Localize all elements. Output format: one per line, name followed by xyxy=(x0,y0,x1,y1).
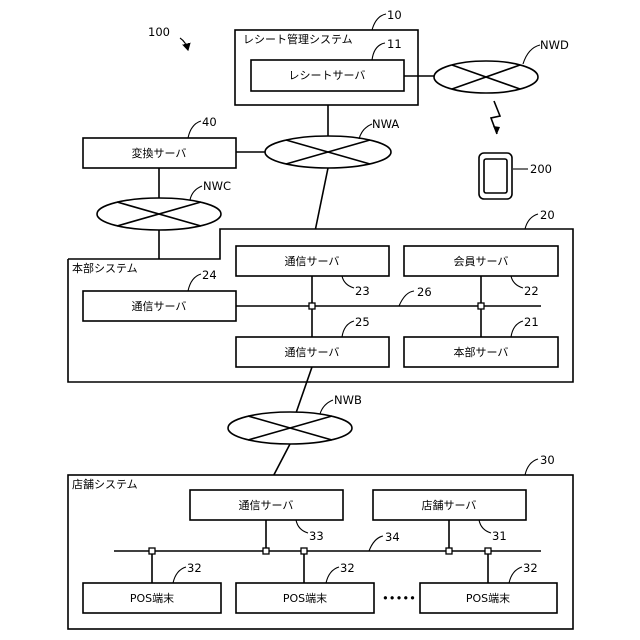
receipt-system-title: レシート管理システム xyxy=(243,32,353,46)
store-node-pos1 xyxy=(149,548,155,554)
comm-server-25-ref: 25 xyxy=(355,315,370,329)
head-server-label: 本部サーバ xyxy=(454,345,509,359)
nwa-label: NWA xyxy=(372,117,399,131)
pos-ellipsis: ••••• xyxy=(382,591,416,605)
figure-ref-label: 100 xyxy=(148,25,170,39)
head-office-ref: 20 xyxy=(540,208,555,222)
store-server-label: 店舗サーバ xyxy=(422,498,477,512)
pos-terminal-2-label: POS端末 xyxy=(283,591,327,605)
conversion-server-label: 変換サーバ xyxy=(132,146,187,160)
receipt-management-system: レシート管理システム 10 レシートサーバ 11 xyxy=(235,8,418,105)
store-node-comm xyxy=(263,548,269,554)
store-system-title: 店舗システム xyxy=(72,477,138,491)
network-nwd: NWD xyxy=(434,38,569,93)
head-server-ref: 21 xyxy=(524,315,539,329)
member-server-ref: 22 xyxy=(524,284,539,298)
network-nwa: NWA xyxy=(265,117,399,168)
pos-terminal-1-label: POS端末 xyxy=(130,591,174,605)
smartphone-ref: 200 xyxy=(530,162,552,176)
comm-server-25-label: 通信サーバ xyxy=(285,346,340,359)
comm-server-23-ref: 23 xyxy=(355,284,370,298)
comm-server-23-label: 通信サーバ xyxy=(285,255,340,268)
store-system-ref: 30 xyxy=(540,453,555,467)
receipt-server-ref: 11 xyxy=(387,37,402,51)
store-system-leader xyxy=(525,459,538,475)
member-server-label: 会員サーバ xyxy=(454,255,509,268)
smartphone-screen xyxy=(484,159,507,193)
nwb-leader xyxy=(320,400,333,414)
conversion-server-leader xyxy=(188,121,201,138)
comm-server-24-ref: 24 xyxy=(202,268,217,282)
network-nwc: NWC xyxy=(97,179,231,230)
store-comm-server-label: 通信サーバ xyxy=(239,499,294,512)
network-nwb: NWB xyxy=(228,393,362,444)
nwb-label: NWB xyxy=(334,393,362,407)
head-office-bus-ref: 26 xyxy=(417,285,432,299)
pos-terminal-3-ref: 32 xyxy=(523,561,538,575)
nwc-label: NWC xyxy=(203,179,231,193)
nwa-leader xyxy=(359,124,372,139)
conversion-server-ref: 40 xyxy=(202,115,217,129)
nwd-label: NWD xyxy=(540,38,569,52)
conversion-server: 変換サーバ 40 xyxy=(83,115,236,168)
head-office-title: 本部システム xyxy=(72,261,138,275)
head-office-leader xyxy=(525,214,538,229)
pos-terminal-2-ref: 32 xyxy=(340,561,355,575)
figure-ref-arrow xyxy=(180,38,188,50)
store-bus-ref: 34 xyxy=(385,530,400,544)
receipt-system-ref: 10 xyxy=(387,8,402,22)
store-comm-server-ref: 33 xyxy=(309,529,324,543)
head-office-system: 本部システム 20 通信サーバ 23 会員サーバ 22 通信サーバ 24 26 … xyxy=(68,208,573,382)
nwc-leader xyxy=(190,186,202,200)
receipt-server-label: レシートサーバ xyxy=(289,69,366,82)
store-node-pos2 xyxy=(301,548,307,554)
store-server-ref: 31 xyxy=(492,529,507,543)
store-node-pos3 xyxy=(485,548,491,554)
pos-terminal-3-label: POS端末 xyxy=(466,591,510,605)
nwd-leader xyxy=(523,45,540,64)
receipt-system-leader xyxy=(372,14,386,30)
store-system: 店舗システム 30 通信サーバ 33 店舗サーバ 31 34 POS端末 32 xyxy=(68,453,573,629)
bus-node-23 xyxy=(309,303,315,309)
bus-node-22 xyxy=(478,303,484,309)
store-node-server xyxy=(446,548,452,554)
comm-server-24-label: 通信サーバ xyxy=(132,300,187,313)
smartphone-device: 200 xyxy=(479,153,552,199)
pos-terminal-1-ref: 32 xyxy=(187,561,202,575)
